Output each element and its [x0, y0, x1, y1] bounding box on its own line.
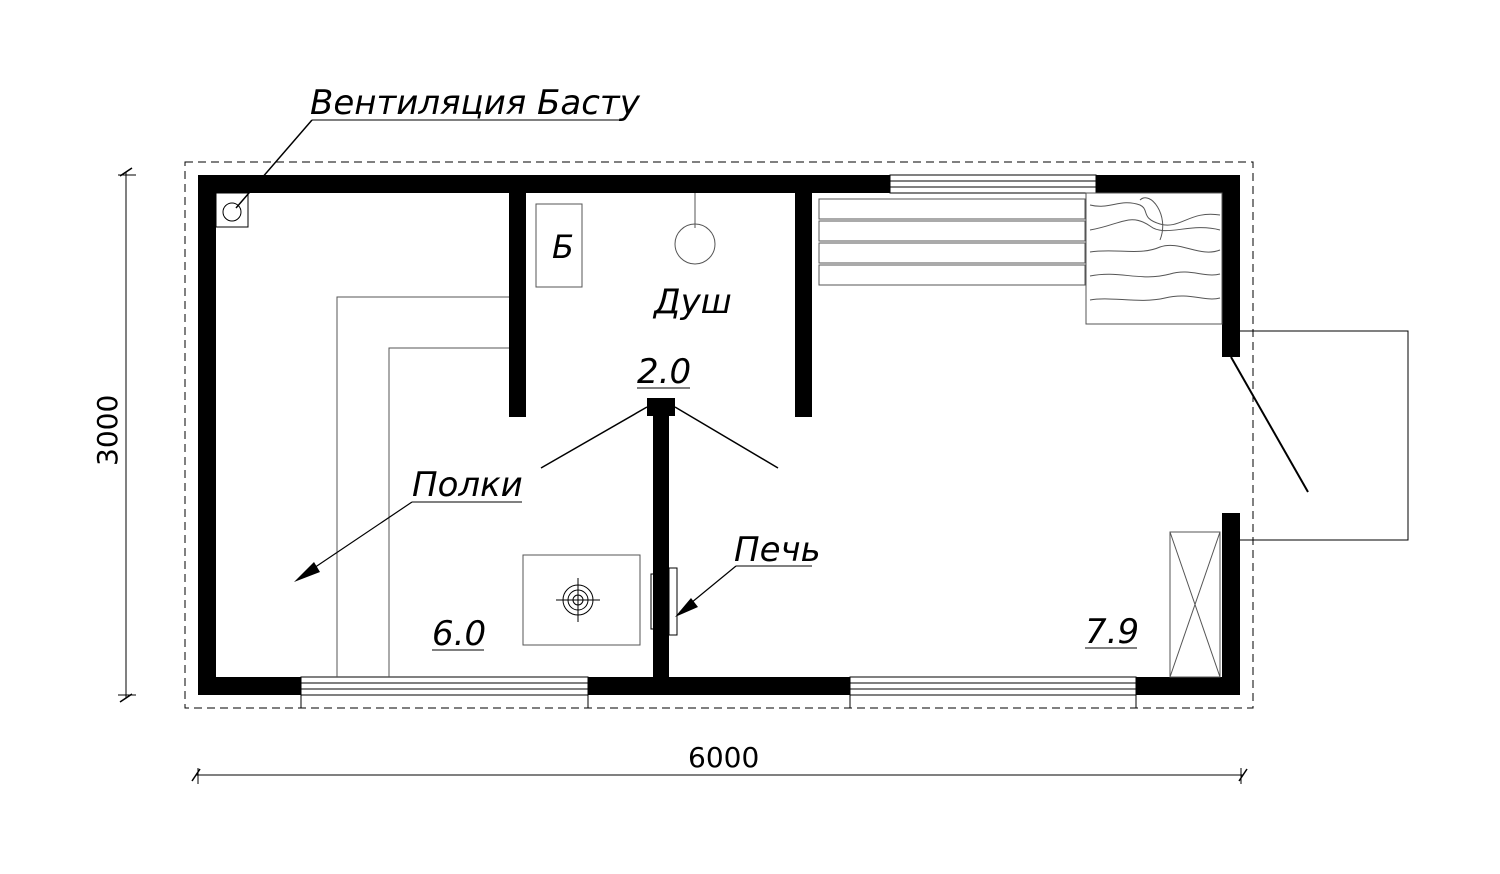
window-top [889, 174, 1097, 194]
shower-door-swing-left [540, 406, 648, 469]
dimension-width-line [191, 768, 1248, 784]
window-bottom-right [849, 676, 1137, 708]
wall-left [198, 175, 216, 695]
wall-top-right [1096, 175, 1240, 193]
wall-right-upper [1222, 175, 1240, 357]
shelves-arrow-head [294, 562, 320, 582]
windows [300, 174, 1137, 708]
outer-dashed-outline [184, 161, 1254, 709]
partition-shower-rest [795, 175, 812, 417]
stove-arrow-head [675, 598, 698, 617]
ventilation-label: Вентиляция Басту [310, 83, 641, 123]
dimension-width: 6000 [688, 741, 759, 774]
water-tank-label: Б [552, 228, 574, 266]
wall-top-left [198, 175, 890, 193]
wood-storage-icon [1085, 192, 1223, 325]
water-tank-icon [535, 203, 583, 288]
partition-steam-shower [509, 175, 526, 417]
dimension-height-line [118, 167, 136, 703]
shelves-arrow-line [301, 501, 413, 577]
shower-head-icon [674, 193, 716, 265]
stove-label: Печь [734, 530, 821, 570]
wall-bottom-2 [588, 677, 850, 695]
entrance-door [1230, 330, 1409, 541]
ventilation-icon [215, 119, 624, 228]
area-rest-room: 7.9 [1085, 612, 1139, 652]
area-shower-room: 2.0 [637, 352, 691, 392]
shelves-outline [336, 296, 509, 677]
wall-right-lower [1222, 513, 1240, 695]
shower-door-swing-right [674, 406, 779, 469]
stove-icon [522, 554, 678, 646]
window-bottom-left [300, 676, 589, 708]
cabinet-icon [1169, 531, 1221, 678]
area-steam-room: 6.0 [432, 614, 486, 654]
walls [198, 175, 1240, 695]
wall-bottom-1 [198, 677, 301, 695]
bench-icon [818, 198, 1086, 286]
partition-stove [653, 398, 669, 695]
shelves-label: Полки [412, 465, 523, 505]
wall-bottom-3 [1136, 677, 1240, 695]
dimension-height: 3000 [91, 395, 124, 466]
shower-label: Душ [652, 282, 732, 322]
